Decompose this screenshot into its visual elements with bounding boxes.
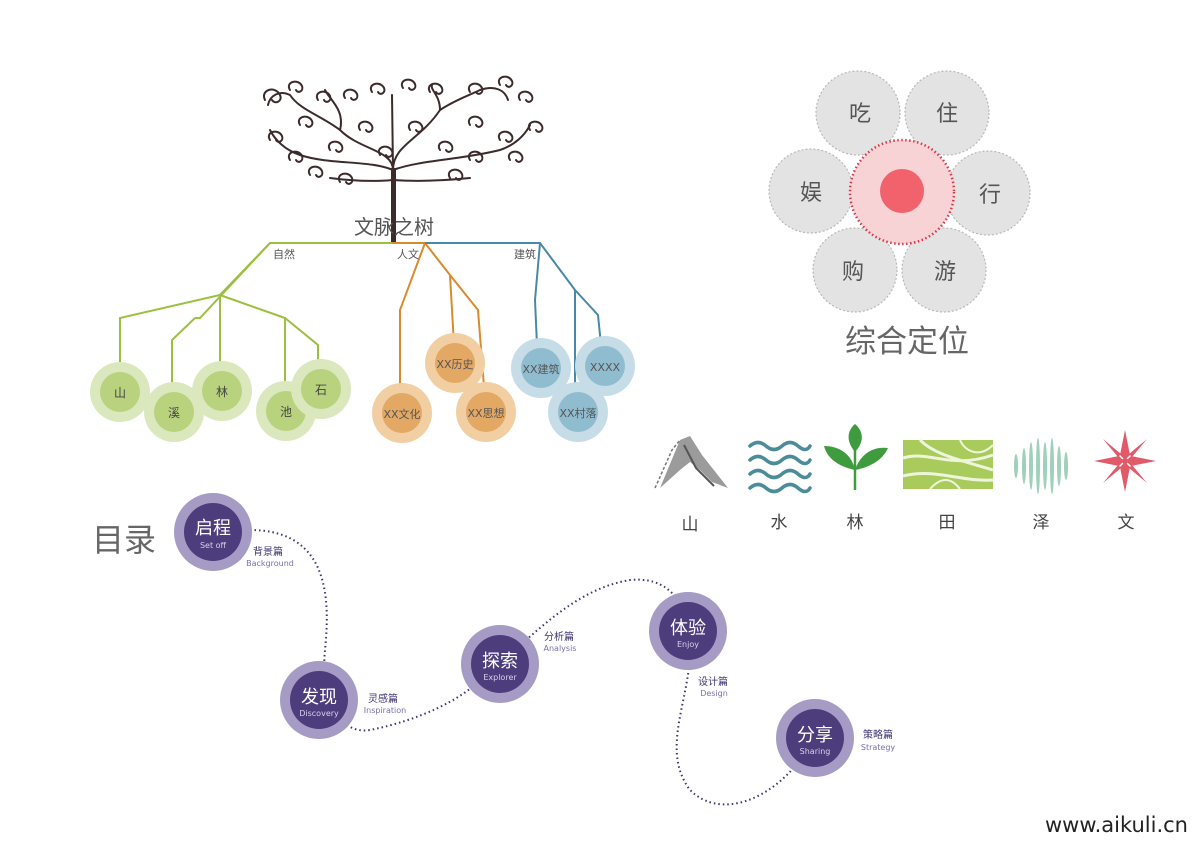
toc-tag-analysis-en: Analysis [544, 644, 577, 653]
positioning-flower: 吃 住 行 游 购 娱 [768, 70, 1031, 313]
toc-step-discovery[interactable]: 发现 Discovery [280, 661, 358, 739]
arch-node-building: XX建筑 [511, 338, 571, 398]
tree-canopy [263, 75, 544, 185]
petal-live [904, 70, 990, 156]
branch-label-culture: 人文 [397, 247, 419, 261]
svg-text:Enjoy: Enjoy [677, 640, 699, 649]
petal-shop [812, 227, 898, 313]
arch-node-xxxx: XXXX [575, 336, 635, 396]
toc-tag-design-en: Design [700, 689, 728, 698]
element-label-water: 水 [771, 513, 788, 533]
petal-travel [945, 150, 1031, 236]
culture-node-history: XX历史 [425, 333, 485, 393]
toc-step-explorer[interactable]: 探索 Explorer [461, 625, 539, 703]
flower-center [880, 169, 924, 213]
watermark: www.aikuli.cn [1045, 813, 1188, 837]
water-icon [748, 440, 812, 494]
svg-text:池: 池 [280, 405, 292, 419]
mountain-icon [654, 436, 728, 489]
svg-text:体验: 体验 [670, 618, 706, 639]
nature-node-lin: 林 [192, 361, 252, 421]
element-label-field: 田 [939, 513, 956, 533]
toc-tag-analysis: 分析篇 [544, 630, 574, 643]
toc-title: 目录 [92, 521, 156, 559]
toc-step-setoff[interactable]: 启程 Set off [174, 493, 252, 571]
svg-text:探索: 探索 [482, 651, 518, 672]
svg-text:XX历史: XX历史 [436, 358, 473, 371]
element-label-marsh: 泽 [1033, 513, 1050, 533]
toc-tag-inspiration: 灵感篇 [368, 692, 398, 705]
svg-text:XX村落: XX村落 [559, 406, 596, 420]
svg-text:住: 住 [936, 102, 958, 127]
svg-text:发现: 发现 [301, 687, 337, 708]
svg-text:林: 林 [216, 385, 228, 399]
svg-text:分享: 分享 [797, 725, 833, 746]
culture-node-thought: XX思想 [456, 382, 516, 442]
toc-tag-background-en: Background [246, 559, 294, 568]
svg-text:吃: 吃 [849, 102, 871, 127]
branch-label-nature: 自然 [273, 247, 295, 261]
svg-text:石: 石 [315, 383, 327, 397]
toc-tag-background: 背景篇 [253, 545, 283, 558]
svg-text:XX文化: XX文化 [383, 407, 420, 421]
svg-text:Discovery: Discovery [299, 709, 339, 718]
svg-text:游: 游 [934, 260, 956, 285]
svg-text:XX建筑: XX建筑 [522, 362, 559, 376]
svg-text:溪: 溪 [168, 406, 180, 420]
nature-node-shi: 石 [291, 359, 351, 419]
svg-text:Set off: Set off [200, 541, 227, 550]
forest-icon [824, 424, 888, 490]
tree-title: 文脉之树 [354, 215, 434, 239]
flower-title: 综合定位 [845, 324, 969, 360]
petal-eat [815, 70, 901, 156]
svg-text:购: 购 [842, 260, 864, 285]
svg-text:XXXX: XXXX [590, 361, 621, 374]
svg-text:Explorer: Explorer [483, 673, 517, 682]
nature-node-xi: 溪 [144, 382, 204, 442]
culture-star-icon [1094, 430, 1156, 492]
toc-step-enjoy[interactable]: 体验 Enjoy [649, 592, 727, 670]
arch-node-village: XX村落 [548, 382, 608, 442]
nature-node-shan: 山 [90, 362, 150, 422]
toc-tag-design: 设计篇 [698, 675, 728, 688]
element-label-forest: 林 [847, 513, 864, 533]
toc-tag-strategy: 策略篇 [863, 728, 893, 741]
marsh-icon [1014, 438, 1068, 494]
petal-tour [901, 227, 987, 313]
svg-text:Sharing: Sharing [800, 747, 831, 756]
svg-text:娱: 娱 [800, 181, 822, 206]
element-label-culture: 文 [1118, 513, 1135, 533]
svg-text:山: 山 [114, 386, 126, 400]
element-label-mountain: 山 [682, 515, 699, 535]
field-icon [902, 438, 994, 490]
culture-node-culture: XX文化 [372, 383, 432, 443]
toc-tag-strategy-en: Strategy [861, 743, 896, 752]
toc-tag-inspiration-en: Inspiration [364, 706, 406, 715]
toc-step-sharing[interactable]: 分享 Sharing [776, 699, 854, 777]
svg-text:行: 行 [979, 183, 1001, 208]
svg-text:XX思想: XX思想 [467, 406, 504, 420]
tree-trunk [391, 168, 396, 244]
svg-text:启程: 启程 [195, 518, 231, 539]
branch-label-arch: 建筑 [514, 247, 536, 261]
